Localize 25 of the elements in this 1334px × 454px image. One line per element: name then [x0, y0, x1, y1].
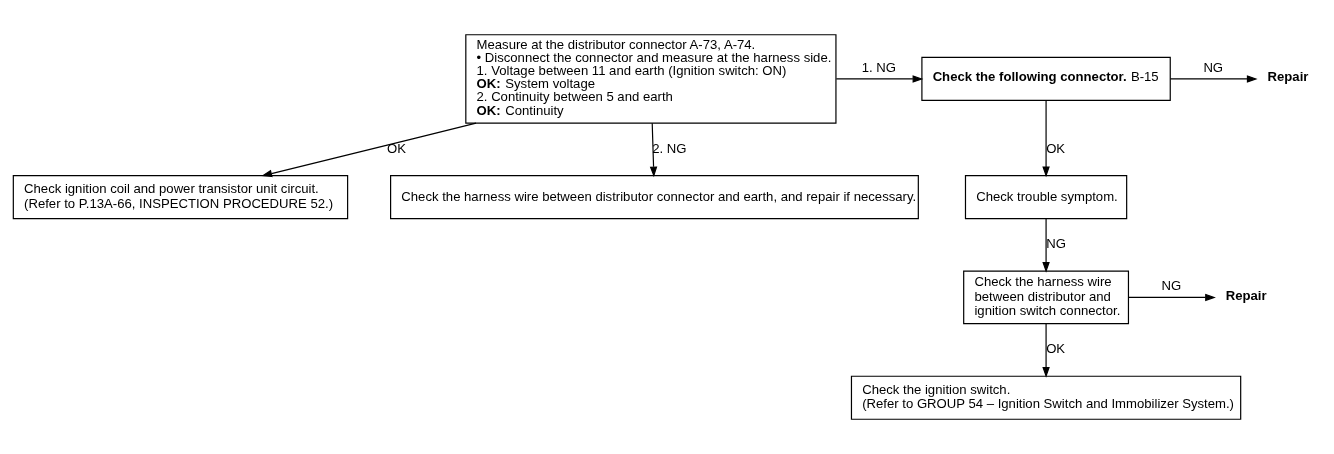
node-box: Check the ignition switch. (Refer to GROUP 54 – Ignition Switch and Immobilizer System.) — [850, 375, 1242, 420]
arrow — [261, 122, 477, 178]
edge-label: NG — [1203, 59, 1224, 75]
arrow — [1042, 100, 1050, 178]
node-box: Check ignition coil and power transistor unit circuit. (Refer to P.13A-66, INSPECTION PROCEDURE 52.) — [12, 175, 349, 220]
edge-label: NG — [1161, 278, 1182, 294]
arrow — [1042, 323, 1050, 378]
arrow — [1042, 218, 1050, 273]
edge-label: NG — [1046, 236, 1067, 252]
edge-label: OK — [1046, 140, 1066, 156]
edge-label: 1. NG — [861, 59, 897, 75]
arrow — [649, 122, 658, 178]
edge-label: OK — [387, 140, 407, 156]
node-box: Measure at the distributor connector A-73, A-74. • Disconnect the connector and measure at the harness side. 1. Voltage between 11 and earth (Ignition switch: ON) OK: System voltage 2. Continuity between 5 and earth OK: Continuity — [465, 34, 837, 124]
arrow — [1128, 293, 1216, 302]
arrow — [835, 75, 924, 83]
arrow — [1169, 75, 1258, 83]
node-text: Repair — [1225, 287, 1267, 303]
node-box: Check the harness wire between distributor and ignition switch connector. — [963, 270, 1130, 325]
node-box: Check the following connector. B-15 — [921, 56, 1171, 102]
node-text: Repair — [1267, 69, 1309, 85]
edge-label: OK — [1046, 341, 1066, 357]
edge-label: 2. NG — [652, 140, 687, 156]
node-box: Check trouble symptom. — [964, 175, 1128, 220]
node-box: Check the harness wire between distributor connector and earth, and repair if necessary. — [390, 175, 919, 220]
